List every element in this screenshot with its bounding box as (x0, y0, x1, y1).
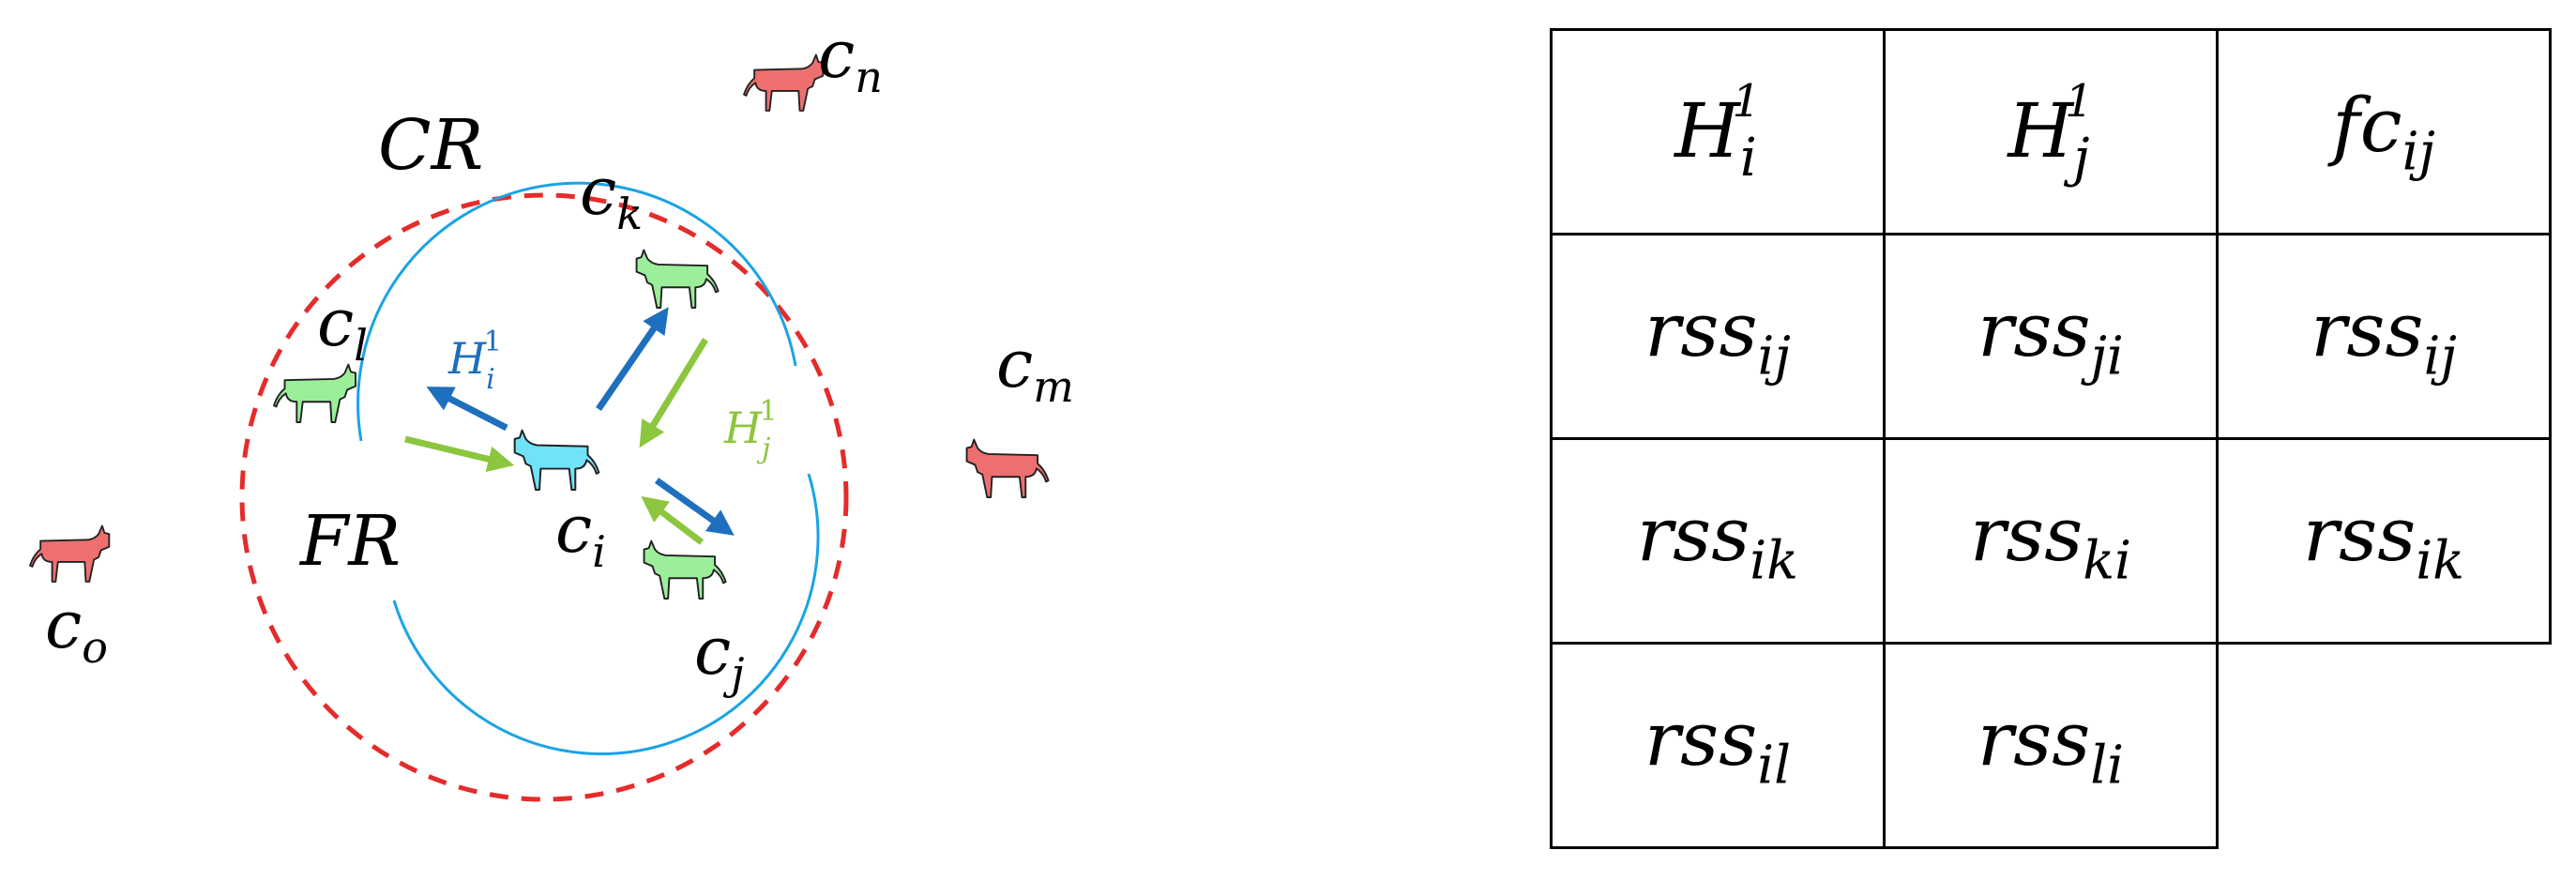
hj-arrow-from-l (404, 435, 515, 473)
table-row: rssik rsski rssik (1550, 437, 2552, 645)
table-row: Hi1 Hj1 fcij (1550, 28, 2552, 235)
table-cell: Hi1 (1550, 28, 1886, 235)
table-cell: Hj1 (1883, 28, 2219, 235)
hj-arrow-from-k (639, 338, 708, 448)
table-cell: rssil (1550, 642, 1886, 849)
table-cell: rssij (2216, 233, 2552, 440)
cow-label-o: co (45, 586, 108, 673)
table-cell: rssik (1550, 437, 1886, 645)
cr-circle (239, 192, 849, 802)
hj-arrow-from-j (641, 495, 705, 545)
cow-label-n: cn (818, 16, 883, 102)
fr-label: FR (298, 501, 401, 582)
hi-arrow-to-k (596, 307, 669, 411)
cow-icon-k (635, 249, 720, 309)
cr-label: CR (378, 105, 483, 186)
cow-label-i: ci (555, 491, 606, 577)
cow-icon-j (643, 539, 727, 600)
table-cell: rssli (1883, 642, 2219, 849)
cow-icon-l (273, 363, 357, 423)
cow-icon-n (743, 53, 825, 112)
network-diagram: CR FR Hi1 Hj1 cn cm co ck cl cj ci (29, 16, 1074, 802)
cow-label-k: ck (580, 153, 643, 239)
cow-label-j: cj (694, 613, 744, 699)
table-row: rssil rssli (1550, 642, 2551, 849)
table-cell: rsski (1883, 437, 2219, 645)
friendship-table: Hi1 Hj1 fcij rssij rssji rssij rssik rss… (1550, 28, 2552, 849)
table-cell: fcij (2216, 28, 2552, 235)
cow-icon-o (29, 524, 111, 583)
hi-arrow-to-j (654, 478, 735, 536)
cow-label-l: cl (317, 284, 368, 371)
table-cell: rssik (2216, 437, 2552, 645)
table-cell: rssji (1883, 233, 2219, 440)
fr-arc-upper (356, 181, 797, 442)
cow-icon-m (965, 438, 1050, 498)
fr-arc-lower (392, 473, 820, 756)
hj-label: Hj1 (723, 395, 778, 465)
table-row: rssij rssji rssij (1550, 233, 2552, 440)
cow-label-m: cm (996, 326, 1074, 412)
hi-label: Hi1 (447, 326, 502, 396)
table-cell-empty (2218, 644, 2551, 848)
table-cell: rssij (1550, 233, 1886, 440)
cow-icon-i (513, 429, 600, 491)
fc-table-container: Hi1 Hj1 fcij rssij rssji rssij rssik rss… (1550, 28, 2552, 849)
hi-arrow-to-l (426, 387, 508, 432)
